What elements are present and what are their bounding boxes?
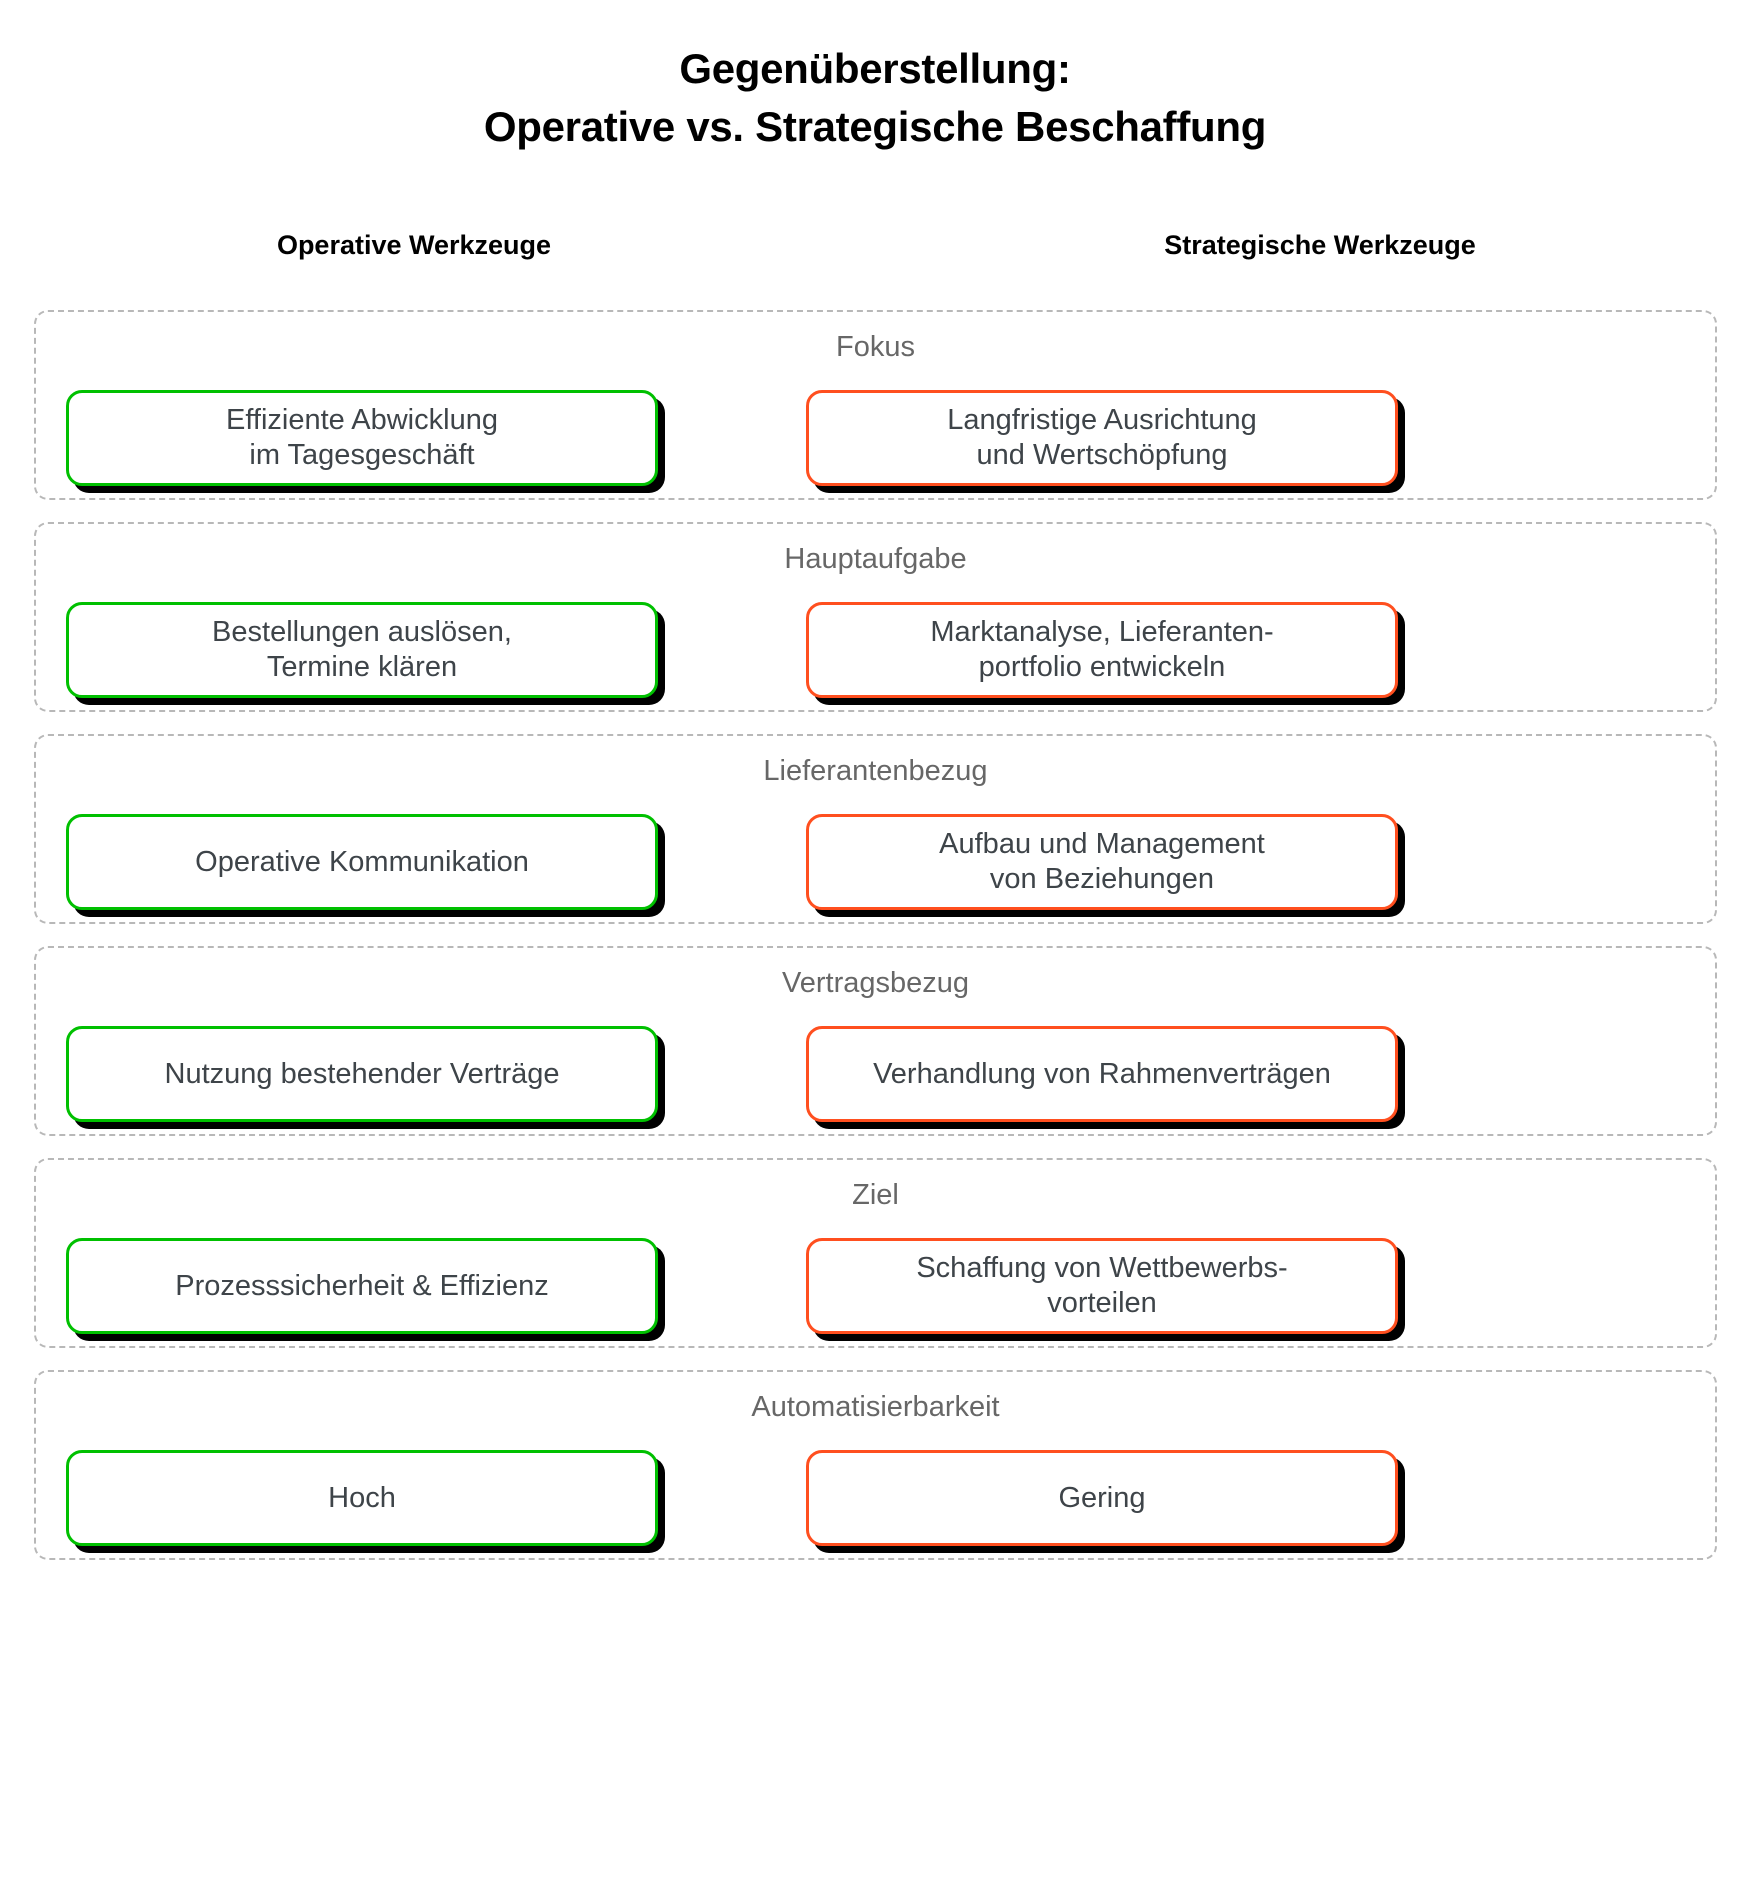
operative-box[interactable]: Operative Kommunikation: [66, 814, 658, 910]
strategische-box[interactable]: Marktanalyse, Lieferanten-portfolio entw…: [806, 602, 1398, 698]
column-header-strategische: Strategische Werkzeuge: [1164, 230, 1476, 260]
strategische-box[interactable]: Gering: [806, 1450, 1398, 1546]
box-text: Marktanalyse, Lieferanten-portfolio entw…: [930, 616, 1274, 683]
operative-box[interactable]: Prozesssicherheit & Effizienz: [66, 1238, 658, 1334]
operative-box[interactable]: Nutzung bestehender Verträge: [66, 1026, 658, 1122]
box-text: Hoch: [328, 1481, 396, 1514]
page-title-line-1: Gegenüberstellung:: [679, 45, 1071, 92]
box-text: Prozesssicherheit & Effizienz: [175, 1269, 549, 1302]
column-headers: Operative Werkzeuge Strategische Werkzeu…: [0, 230, 1750, 270]
row-label: Ziel: [852, 1179, 899, 1211]
box-text: Gering: [1058, 1481, 1146, 1514]
row-label: Vertragsbezug: [781, 967, 969, 999]
operative-box[interactable]: Hoch: [66, 1450, 658, 1546]
row-label: Lieferantenbezug: [763, 755, 988, 787]
row-label: Hauptaufgabe: [784, 543, 967, 575]
strategische-box[interactable]: Verhandlung von Rahmenverträgen: [806, 1026, 1398, 1122]
box-text: Verhandlung von Rahmenverträgen: [873, 1057, 1331, 1090]
operative-box[interactable]: Bestellungen auslösen,Termine klären: [66, 602, 658, 698]
box-text: Schaffung von Wettbewerbs-vorteilen: [916, 1252, 1288, 1319]
box-text: Operative Kommunikation: [195, 845, 529, 878]
strategische-box[interactable]: Schaffung von Wettbewerbs-vorteilen: [806, 1238, 1398, 1334]
box-text: Nutzung bestehender Verträge: [164, 1057, 560, 1090]
box-text: Bestellungen auslösen,Termine klären: [212, 616, 512, 683]
row-label: Automatisierbarkeit: [751, 1391, 1000, 1423]
page-title-line-2: Operative vs. Strategische Beschaffung: [483, 103, 1267, 150]
page-title: Gegenüberstellung: Operative vs. Strateg…: [0, 40, 1750, 156]
column-header-operative: Operative Werkzeuge: [276, 230, 552, 260]
row-label: Fokus: [836, 331, 915, 363]
